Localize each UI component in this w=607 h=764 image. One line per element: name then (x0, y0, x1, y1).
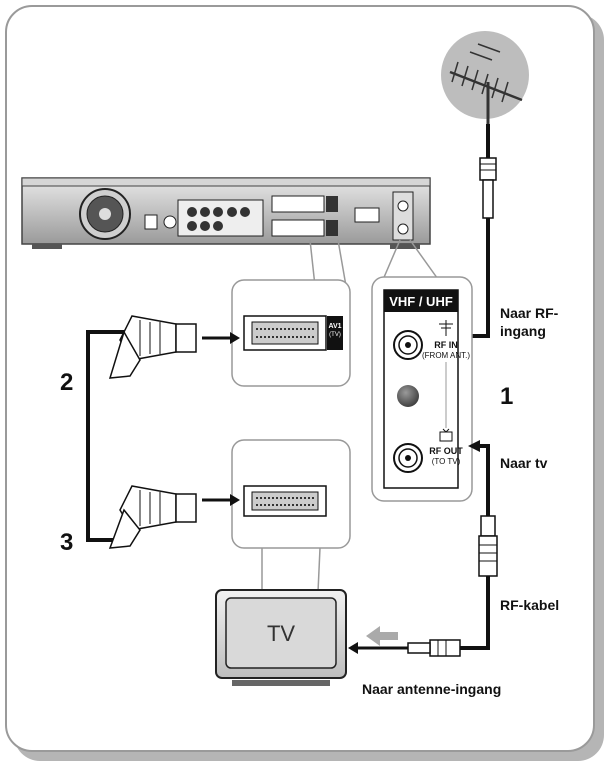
rf-out-sub-label: (TO TV) (432, 457, 461, 466)
vhf-uhf-title: VHF / UHF (389, 294, 453, 309)
screw-icon (397, 385, 419, 407)
step-3-number: 3 (60, 529, 73, 556)
tv-scart-zoom (231, 439, 351, 593)
vhf-uhf-panel: VHF / UHF RF IN (FROM ANT.) RF OUT (TO T… (371, 276, 473, 502)
tv-icon: TV (215, 589, 347, 686)
recorder-device (21, 177, 441, 287)
rf-cable-tv (348, 440, 498, 657)
rf-out-label: RF OUT (429, 446, 463, 456)
antenna-icon (441, 31, 529, 124)
scart-plug-top (108, 315, 197, 379)
antenna-small-icon (439, 320, 453, 336)
tv-label: TV (267, 621, 295, 646)
label-naar-antenne: Naar antenne-ingang (362, 681, 501, 697)
label-rf-kabel: RF-kabel (500, 597, 559, 613)
label-naar-rf-1: Naar RF- (500, 305, 559, 321)
step-2-number: 2 (60, 369, 73, 396)
label-naar-rf-2: ingang (500, 323, 546, 339)
av1-label: AV1 (328, 323, 341, 330)
av1-sub-label: (TV) (329, 332, 341, 338)
av1-scart-zoom: AV1 (TV) (231, 279, 351, 387)
direction-arrow-icon (366, 626, 398, 646)
scart-plug-bottom (108, 485, 197, 549)
scart-cable (86, 315, 240, 549)
tv-small-icon (439, 428, 453, 442)
rf-in-sub-label: (FROM ANT.) (422, 351, 470, 360)
rf-in-label: RF IN (434, 340, 458, 350)
step-1-number: 1 (500, 383, 513, 410)
rf-cable-antenna (456, 124, 497, 342)
label-naar-tv: Naar tv (500, 455, 548, 471)
